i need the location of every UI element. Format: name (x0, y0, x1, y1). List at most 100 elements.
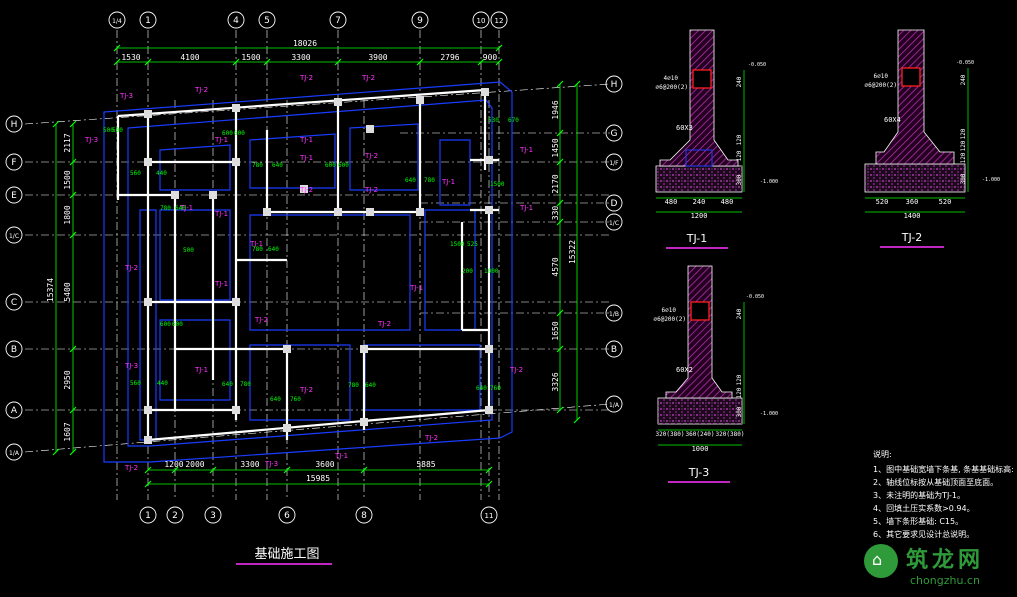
section-width: 360(240) (686, 431, 715, 438)
plan-tag: TJ-2 (361, 74, 375, 82)
dim-right: 3326 (551, 372, 560, 391)
column (171, 191, 179, 199)
axis-label-right: 1/B (609, 311, 619, 318)
section-rebar: 4⌀10 (664, 75, 679, 82)
plan-footing-tags: TJ-3 TJ-2 TJ-2 TJ-2 TJ-3 TJ-1 TJ-1 TJ-2 … (84, 74, 533, 472)
axis-bubbles (5, 11, 623, 524)
section-hatch (656, 166, 742, 192)
footing-room (249, 344, 351, 421)
section-rebar: 6⌀10 (662, 307, 677, 314)
dim-right: 330 (551, 206, 560, 221)
section-beam (901, 67, 921, 87)
section-height: 300 (736, 406, 743, 417)
plan-local-dim: 500 (112, 127, 123, 134)
column (144, 158, 152, 166)
plan-local-dim: 780 (348, 382, 359, 389)
plan-local-dim: 560 (130, 380, 141, 387)
section-total-width: 1000 (692, 445, 709, 453)
dim-left: 1500 (63, 170, 72, 189)
plan-local-dim: 640 (365, 382, 376, 389)
plan-tag: TJ-2 (509, 366, 523, 374)
section-width: 480 (721, 198, 734, 206)
section-width: 480 (665, 198, 678, 206)
plan-tag: TJ-1 (299, 136, 313, 144)
dim-right: 4570 (551, 257, 560, 276)
footing-outer (103, 81, 513, 463)
plan-local-dim: 640 (405, 177, 416, 184)
plan-tag: TJ-2 (299, 186, 313, 194)
wall (117, 88, 486, 118)
section-width: 240 (693, 198, 706, 206)
section-tj-3: 320(380) 360(240) 320(380) 1000 6⌀10 ⌀6@… (653, 265, 778, 483)
column (334, 98, 342, 106)
plan-local-dim: 600 (172, 321, 183, 328)
axis-label-bottom: 3 (210, 511, 216, 521)
axis-label-left: E (11, 191, 17, 201)
plan-local-dim: 640 (272, 162, 283, 169)
section-width: 360 (906, 198, 919, 206)
plan-local-dim: 500 (103, 127, 114, 134)
column (283, 424, 291, 432)
axis-label-top: 12 (495, 17, 504, 25)
dim-bottom: 2000 (185, 460, 204, 469)
footing-inner (127, 99, 493, 447)
section-height: 300 (736, 174, 743, 185)
section-height: 120 (736, 150, 743, 161)
column (485, 406, 493, 414)
plan-tag: TJ-2 (377, 320, 391, 328)
watermark-url: chongzhu.cn (910, 574, 980, 587)
plan-local-dim: 500 (183, 247, 194, 254)
column (300, 185, 308, 193)
axis-label-bottom: 8 (361, 511, 367, 521)
axis-label-left: H (11, 120, 18, 130)
plan-tag: TJ-3 (119, 92, 133, 100)
dim-left: 1607 (63, 422, 72, 441)
section-step: 60X3 (676, 124, 693, 132)
plan-tag: TJ-2 (299, 74, 313, 82)
section-height: 240 (960, 74, 967, 85)
section-tj-2: 520 360 520 1400 6⌀10 ⌀6@200(2) -0.050 -… (864, 29, 1000, 248)
footing-room (159, 319, 231, 401)
section-height: 120 (736, 374, 743, 385)
dim-right: 1450 (551, 138, 560, 157)
dimension-texts-vertical: 15374 2117 1500 1800 5400 2950 1607 1532… (46, 100, 577, 441)
watermark-name: 筑龙网 (906, 547, 985, 573)
column (283, 345, 291, 353)
plan-tag: TJ-2 (364, 152, 378, 160)
plan-local-dim: 440 (157, 380, 168, 387)
section-height: 240 (736, 308, 743, 319)
column (360, 418, 368, 426)
plan-tag: TJ-2 (124, 264, 138, 272)
column (416, 96, 424, 104)
section-wall (875, 29, 955, 165)
axis-label-right: H (611, 80, 618, 90)
column (209, 191, 217, 199)
section-width: 520 (876, 198, 889, 206)
plan-local-dim: 640 (268, 246, 279, 253)
dim-left: 2117 (63, 133, 72, 152)
column (232, 406, 240, 414)
section-width: 520 (939, 198, 952, 206)
dim-bottom: 1200 (164, 460, 183, 469)
footing-strip (439, 139, 471, 206)
plan-local-dim: 600 (222, 130, 233, 137)
axis-label-right: 1/F (609, 160, 619, 167)
axis-label-top: 1 (145, 16, 151, 26)
plan-local-dim: 760 (290, 396, 301, 403)
plan-tag: TJ-1 (299, 154, 313, 162)
plan-tag: TJ-3 (264, 460, 278, 468)
plan-tag: TJ-1 (519, 204, 533, 212)
footing-room (159, 144, 231, 191)
plan-local-dim: 530 (488, 117, 499, 124)
plan-local-dim: 780 (240, 381, 251, 388)
dim-right: 1650 (551, 321, 560, 340)
wall (147, 408, 490, 442)
dim-top: 1500 (241, 53, 260, 62)
column (360, 345, 368, 353)
note-item: 6、其它要求见设计总说明。 (873, 530, 975, 539)
note-item: 3、未注明的基础为TJ-1。 (873, 491, 966, 500)
plan-tag: TJ-1 (409, 284, 423, 292)
section-beam (692, 69, 712, 89)
grid-line-h (24, 83, 611, 125)
footing-room (364, 344, 481, 411)
